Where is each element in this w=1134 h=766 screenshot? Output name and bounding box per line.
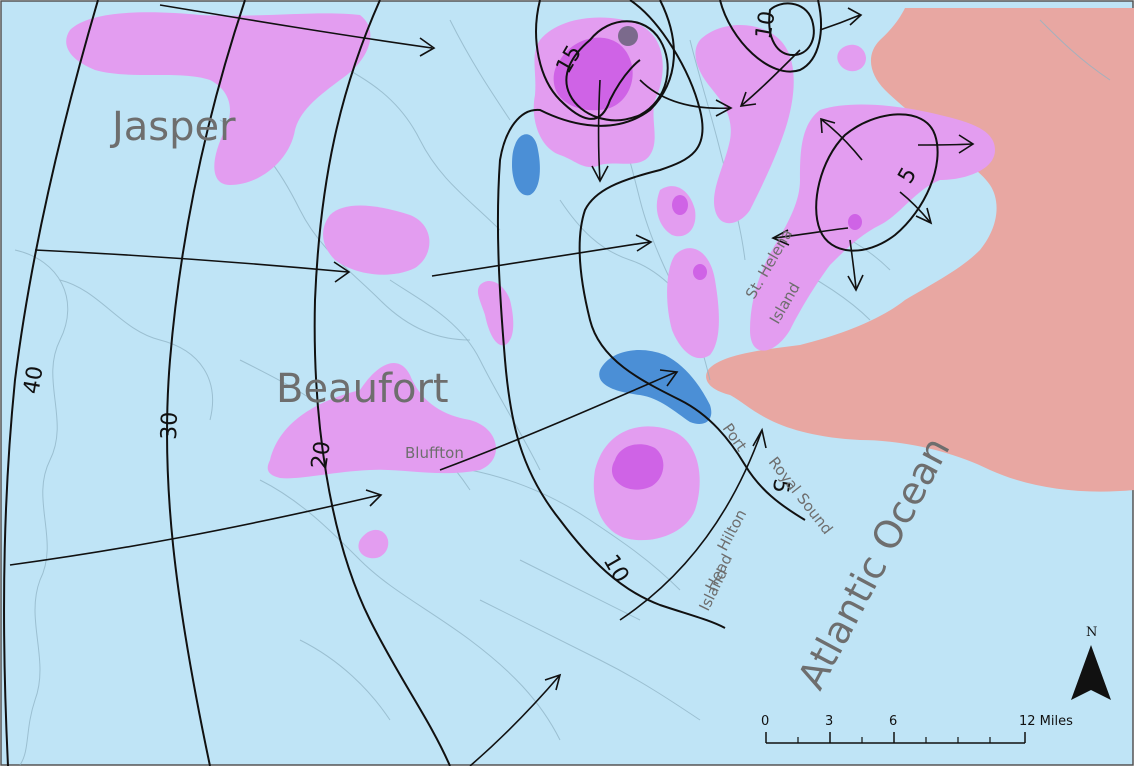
- contour-lines: [3, 0, 939, 766]
- scale-tick-12: 12 Miles: [1019, 714, 1073, 729]
- contour-label-30: 30: [157, 411, 183, 440]
- north-arrow-icon: N: [1071, 625, 1111, 700]
- offshore-region: [706, 8, 1134, 492]
- county-label-beaufort: Beaufort: [276, 366, 449, 412]
- town-label-bluffton: Bluffton: [405, 444, 464, 462]
- scale-tick-0: 0: [761, 714, 769, 729]
- north-label: N: [1086, 625, 1097, 640]
- scale-tick-3: 3: [825, 714, 833, 729]
- flow-arrows: [9, 4, 975, 766]
- contour-label-5-south: 5: [767, 477, 794, 495]
- contour-label-20: 20: [307, 440, 336, 471]
- county-label-jasper: Jasper: [109, 104, 236, 150]
- contour-label-40: 40: [19, 364, 48, 396]
- gain-zones: [66, 12, 995, 559]
- contour-label-10-north: 10: [751, 9, 780, 41]
- scale-tick-6: 6: [889, 714, 897, 729]
- scale-bar: 0 3 6 12 Miles: [761, 714, 1073, 744]
